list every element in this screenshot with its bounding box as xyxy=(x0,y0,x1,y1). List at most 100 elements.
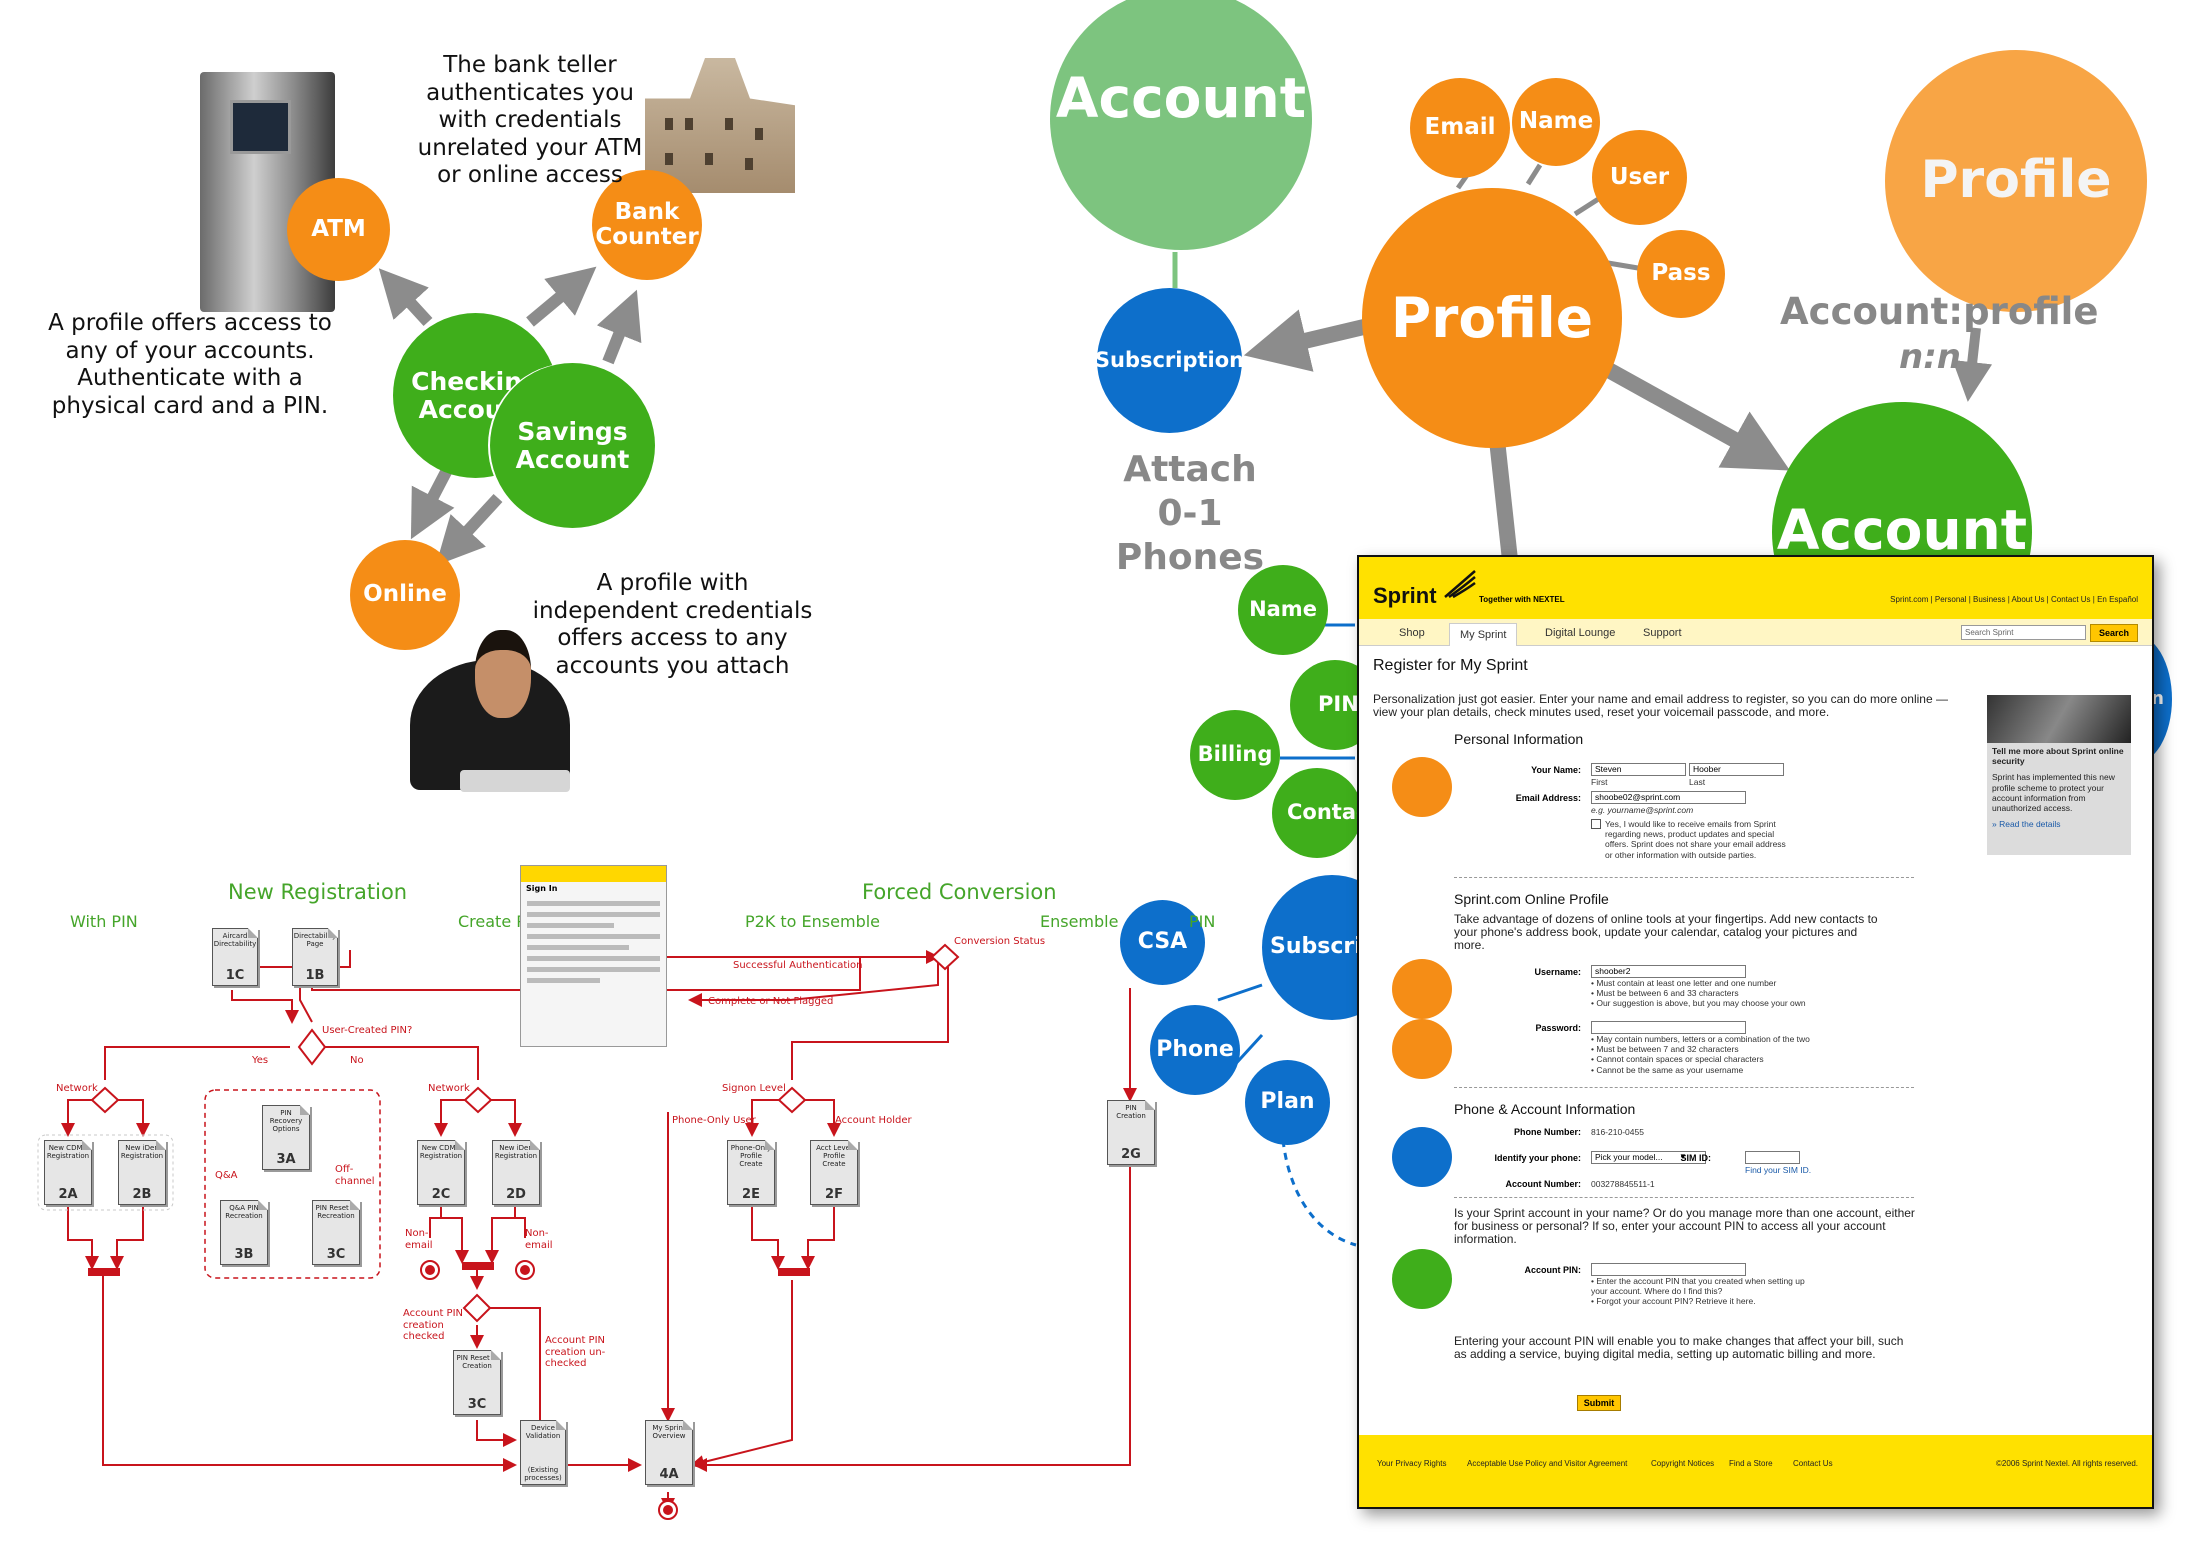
sprint-registration-window: Sprint Together with NEXTEL Sprint.com |… xyxy=(1357,555,2154,1509)
orange-marker xyxy=(1392,757,1452,817)
sim-id-field[interactable] xyxy=(1745,1151,1800,1164)
sprint-logo[interactable]: Sprint xyxy=(1373,583,1437,608)
copyright-link[interactable]: Copyright Notices xyxy=(1651,1459,1715,1468)
account-pin-field[interactable] xyxy=(1591,1263,1746,1276)
first-name-field[interactable]: Steven xyxy=(1591,763,1686,776)
email-field[interactable]: shoobe02@sprint.com xyxy=(1591,791,1746,804)
identify-phone-label: Identify your phone: xyxy=(1494,1153,1582,1163)
account-number-value: 003278845511-1 xyxy=(1591,1179,1655,1189)
find-store-link[interactable]: Find a Store xyxy=(1729,1459,1773,1468)
profile-intro: Take advantage of dozens of online tools… xyxy=(1454,912,1878,953)
pin-rules: • Enter the account PIN that you created… xyxy=(1591,1276,1805,1307)
personal-info-heading: Personal Information xyxy=(1454,731,1584,747)
atm-node: ATM xyxy=(287,178,390,281)
tab-my-sprint[interactable]: My Sprint xyxy=(1449,623,1518,646)
flow-decisions xyxy=(90,943,960,1323)
username-field[interactable]: shoober2 xyxy=(1591,965,1746,978)
network-mid-label: Network xyxy=(428,1083,470,1094)
tab-support[interactable]: Support xyxy=(1643,627,1682,639)
divider xyxy=(1454,877,1914,878)
user-created-pin-label: User-Created PIN? xyxy=(322,1025,413,1036)
optin-text: Yes, I would like to receive emails from… xyxy=(1605,819,1786,860)
orange-marker xyxy=(1392,1019,1452,1079)
sprint-header: Sprint Together with NEXTEL Sprint.com |… xyxy=(1359,557,2152,619)
green-marker xyxy=(1392,1249,1452,1309)
email-example: e.g. yourname@sprint.com xyxy=(1591,805,1694,815)
read-details-link[interactable]: » Read the details xyxy=(1992,819,2061,830)
password-rules: • May contain numbers, letters or a comb… xyxy=(1591,1034,1810,1075)
relation-arrow xyxy=(1952,327,1993,402)
flow-bars xyxy=(88,1262,810,1276)
online-profile-heading: Sprint.com Online Profile xyxy=(1454,891,1609,907)
account-holder-label: Account Holder xyxy=(835,1115,912,1126)
sidebar-title: Tell me more about Sprint online securit… xyxy=(1992,746,2124,767)
non-email-label-1: Non-email xyxy=(405,1228,433,1251)
sprint-footer: Your Privacy Rights Acceptable Use Polic… xyxy=(1359,1435,2152,1507)
last-name-field[interactable]: Hoober xyxy=(1689,763,1784,776)
sprint-tagline: Together with NEXTEL xyxy=(1479,595,1565,604)
chevron-down-icon: ▼ xyxy=(1679,1152,1687,1161)
profile-access-note: A profile offers access to any of your a… xyxy=(48,310,332,419)
blue-marker xyxy=(1392,1127,1452,1187)
signin-thumbnail: Sign In xyxy=(520,865,667,1047)
profile-node: Profile xyxy=(1362,188,1622,448)
account-ghost-node: Account xyxy=(1050,0,1312,250)
divider xyxy=(1454,1197,1914,1198)
your-name-label: Your Name: xyxy=(1531,765,1581,775)
submit-button[interactable]: Submit xyxy=(1577,1395,1621,1411)
page-title: Register for My Sprint xyxy=(1373,657,1528,674)
new-registration-heading: New Registration xyxy=(228,880,408,904)
successful-auth-label: Successful Authentication xyxy=(733,960,863,971)
tab-shop[interactable]: Shop xyxy=(1399,627,1425,639)
qa-label: Q&A xyxy=(215,1170,238,1181)
phone-account-heading: Phone & Account Information xyxy=(1454,1101,1636,1117)
search-input[interactable]: Search Sprint xyxy=(1961,625,2086,640)
password-field[interactable] xyxy=(1591,1021,1746,1034)
pin-recovery-group xyxy=(204,1089,381,1279)
teller-note: The bank teller authenticates you with c… xyxy=(417,52,643,189)
signon-level-label: Signon Level xyxy=(722,1083,786,1094)
pass-node: Pass xyxy=(1637,230,1725,318)
forced-conversion-heading: Forced Conversion xyxy=(862,880,1057,904)
complete-or-not-label: Complete or Not Flagged xyxy=(708,996,834,1007)
sim-label: SIM ID: xyxy=(1680,1153,1712,1163)
user-node: User xyxy=(1592,130,1687,225)
optin-checkbox[interactable] xyxy=(1591,819,1601,829)
phone-node: Phone xyxy=(1150,1005,1240,1095)
find-sim-link[interactable]: Find your SIM ID. xyxy=(1745,1165,1812,1175)
relation-label: Account:profile xyxy=(1780,290,2099,333)
search-button[interactable]: Search xyxy=(2090,624,2138,642)
password-label: Password: xyxy=(1535,1023,1581,1033)
security-sidebar: Tell me more about Sprint online securit… xyxy=(1987,695,2131,855)
privacy-link[interactable]: Your Privacy Rights xyxy=(1377,1459,1447,1468)
savings-account-node: Savings Account xyxy=(490,363,655,528)
doc-device-validation: Device Validation(Existing processes) xyxy=(520,1420,566,1485)
username-rules: • Must contain at least one letter and o… xyxy=(1591,978,1806,1009)
plan-node: Plan xyxy=(1245,1060,1330,1145)
phone-number-value: 816-210-0455 xyxy=(1591,1127,1644,1137)
phone-only-user-label: Phone-Only User xyxy=(672,1115,756,1126)
copyright-text: ©2006 Sprint Nextel. All rights reserved… xyxy=(1996,1459,2138,1468)
csa-node: CSA xyxy=(1120,900,1205,985)
aup-link[interactable]: Acceptable Use Policy and Visitor Agreem… xyxy=(1467,1459,1628,1468)
sprint-top-links[interactable]: Sprint.com | Personal | Business | About… xyxy=(1890,595,2138,604)
online-node: Online xyxy=(350,540,460,650)
account-number-label: Account Number: xyxy=(1505,1179,1581,1189)
bank-arrows xyxy=(378,266,642,566)
contact-node: Contac xyxy=(1272,768,1368,858)
contact-link[interactable]: Contact Us xyxy=(1793,1459,1833,1468)
p2k-label: P2K to Ensemble xyxy=(745,912,881,931)
last-caption: Last xyxy=(1689,777,1706,787)
pin-unchecked-label: Account PIN creation un-checked xyxy=(545,1335,606,1369)
tab-digital-lounge[interactable]: Digital Lounge xyxy=(1545,627,1616,639)
phone-model-select[interactable]: Pick your model... xyxy=(1591,1151,1706,1164)
